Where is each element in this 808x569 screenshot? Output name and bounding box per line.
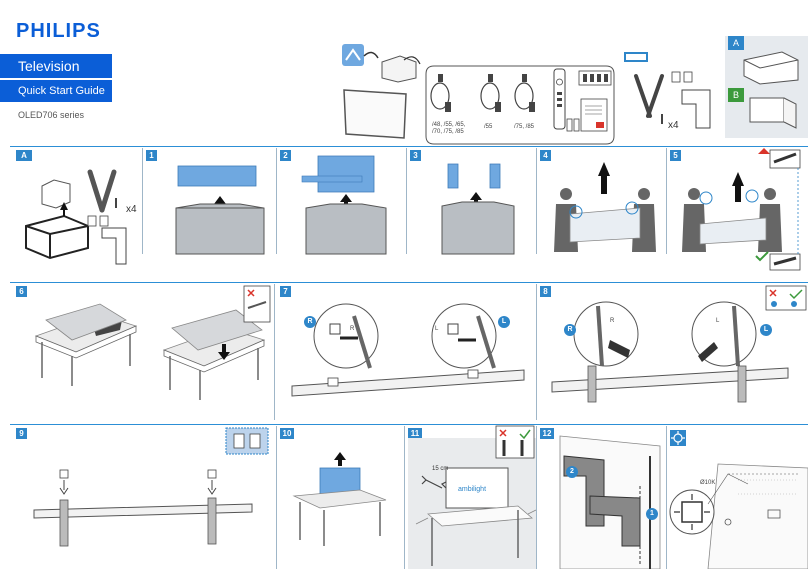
- remote-control-icon: [553, 68, 566, 130]
- column-divider: [276, 148, 277, 254]
- batteries-icon: [566, 118, 580, 132]
- step-8-illustration: [551, 285, 807, 403]
- step-5-illustration: [682, 148, 801, 271]
- step-4-illustration: [554, 162, 656, 252]
- step-2-badge: 2: [280, 150, 291, 161]
- step-2-illustration: [301, 155, 387, 255]
- documentation-icon: [580, 98, 608, 132]
- step-11-illustration: [408, 425, 537, 569]
- cable-label: /75, /85: [514, 124, 535, 130]
- right-callout: R: [564, 324, 576, 336]
- column-divider: [536, 426, 537, 569]
- step-3-badge: 3: [410, 150, 421, 161]
- box-flap-icon: [381, 55, 421, 83]
- column-divider: [536, 148, 537, 254]
- philips-logo: PHILIPS: [16, 20, 101, 42]
- step-7-badge: 7: [280, 286, 291, 297]
- column-divider: [142, 148, 143, 254]
- row-divider: [10, 282, 808, 283]
- step-3-illustration: [441, 163, 515, 255]
- step-6-badge: 6: [16, 286, 27, 297]
- power-cable-icon: [514, 74, 535, 112]
- left-label: L: [435, 326, 439, 332]
- power-cable-icon: [430, 74, 451, 112]
- right-label: R: [610, 318, 615, 324]
- right-callout: R: [304, 316, 316, 328]
- step-5-badge: 5: [670, 150, 681, 161]
- step-10-illustration: [292, 452, 387, 546]
- step-11-badge: 11: [408, 428, 422, 439]
- step-9-badge: 9: [16, 428, 27, 439]
- step-9-illustration: [33, 427, 269, 547]
- option-b-illustration: [749, 97, 797, 129]
- stand-kit-illustration: [624, 52, 711, 129]
- step-10-badge: 10: [280, 428, 294, 439]
- tv-panel-illustration: [343, 89, 407, 139]
- step-8-badge: 8: [540, 286, 551, 297]
- step-4-badge: 4: [540, 150, 551, 161]
- row-divider: [10, 146, 808, 147]
- wall-step-1: 1: [646, 508, 658, 520]
- column-divider: [276, 426, 277, 569]
- column-divider: [274, 284, 275, 420]
- column-divider: [666, 426, 667, 569]
- product-title: Television: [0, 54, 112, 78]
- step-7-illustration: [291, 303, 525, 397]
- right-label: R: [350, 326, 355, 332]
- column-divider: [666, 148, 667, 254]
- step-a-illustration: [25, 169, 127, 265]
- step-12-illustration: [559, 435, 661, 569]
- step-6-illustration: [34, 285, 271, 400]
- accessories-outline: [425, 65, 615, 145]
- cable-label: /48, /55, /65, /70, /75, /85: [432, 122, 466, 135]
- vesa-mount-illustration: [669, 463, 808, 569]
- step-1-badge: 1: [146, 150, 157, 161]
- step-12-badge: 12: [540, 428, 554, 439]
- step-a-badge: A: [16, 150, 32, 161]
- column-divider: [536, 284, 537, 420]
- guide-title: Quick Start Guide: [0, 80, 112, 102]
- column-divider: [404, 426, 405, 569]
- left-label: L: [716, 318, 720, 324]
- wall-step-2: 2: [566, 466, 578, 478]
- option-a-illustration: [743, 51, 799, 85]
- option-a-tab: A: [728, 36, 744, 50]
- stand-clips-icon: [578, 70, 612, 86]
- left-callout: L: [760, 324, 772, 336]
- row-divider: [10, 424, 808, 425]
- left-callout: L: [498, 316, 510, 328]
- screw-count: x4: [668, 120, 679, 131]
- option-b-tab: B: [728, 88, 744, 102]
- vesa-settings-icon: [670, 430, 686, 446]
- wall-distance-label: 15 cm: [432, 466, 449, 472]
- unbox-icon: [342, 44, 379, 66]
- vesa-detail-label: Ø10K: [700, 480, 716, 486]
- series-label: OLED706 series: [18, 110, 85, 120]
- power-cable-icon: [480, 74, 501, 112]
- screw-count: x4: [126, 204, 137, 215]
- ambilight-label: ambilight: [458, 486, 487, 493]
- step-1-illustration: [175, 165, 265, 255]
- cable-label: /55: [484, 124, 493, 130]
- column-divider: [406, 148, 407, 254]
